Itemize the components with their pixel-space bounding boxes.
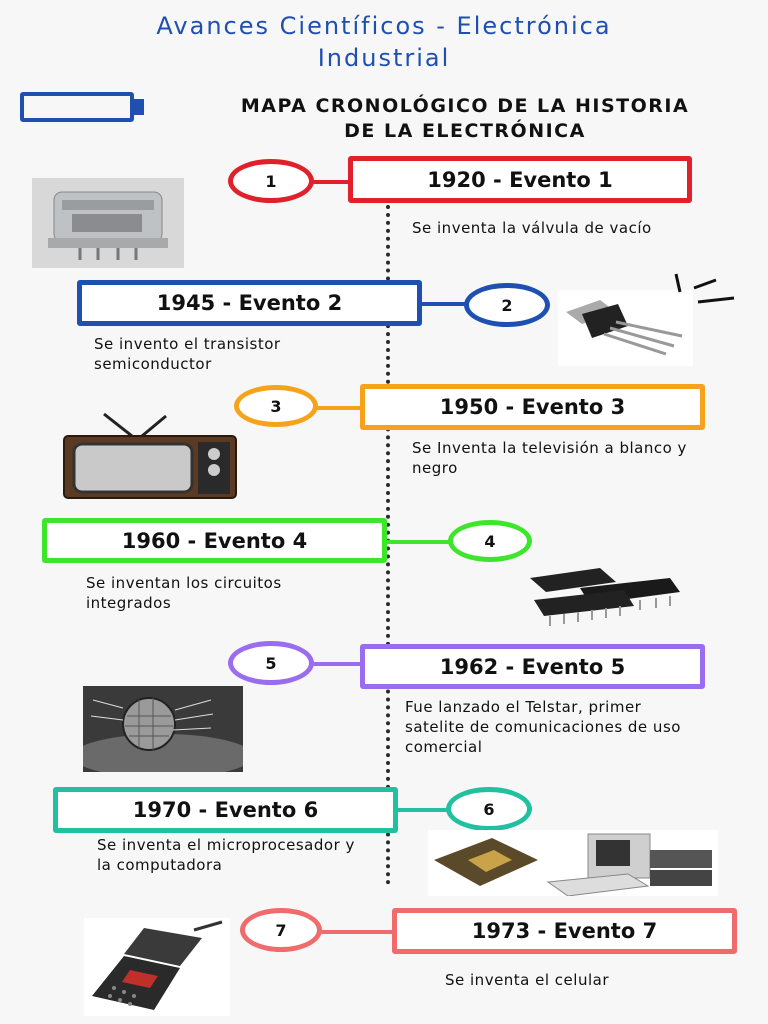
battery-icon xyxy=(20,92,134,122)
telstar-satellite-image xyxy=(83,686,243,772)
vacuum-tube-image xyxy=(32,178,184,268)
event-desc-3: Se Inventa la televisión a blanco y negr… xyxy=(412,439,687,477)
connector-4 xyxy=(384,540,454,544)
event-box-7: 1973 - Evento 7 xyxy=(392,908,737,954)
event-number-7: 7 xyxy=(240,908,322,952)
event-desc-2: Se invento el transistor semiconductor xyxy=(94,335,281,373)
television-image xyxy=(63,412,237,499)
cellphone-image xyxy=(84,918,230,1016)
subtitle-line-1: MAPA CRONOLÓGICO DE LA HISTORIA xyxy=(240,95,690,117)
microprocessor-computer-image xyxy=(428,830,718,896)
title-line-2: Industrial xyxy=(317,44,451,72)
event-desc-4: Se inventan los circuitos integrados xyxy=(86,574,282,612)
subtitle-line-2: DE LA ELECTRÓNICA xyxy=(344,120,586,142)
event-desc-6: Se inventa el microprocesador y la compu… xyxy=(97,836,355,874)
event-box-3: 1950 - Evento 3 xyxy=(360,384,705,430)
page-subtitle: MAPA CRONOLÓGICO DE LA HISTORIA DE LA EL… xyxy=(190,94,740,144)
event-box-1: 1920 - Evento 1 xyxy=(348,156,692,203)
timeline-axis xyxy=(386,205,390,885)
integrated-circuit-image xyxy=(530,568,680,626)
battery-tip xyxy=(134,99,144,115)
event-number-3: 3 xyxy=(234,385,318,427)
event-desc-7: Se inventa el celular xyxy=(445,971,609,989)
event-desc-5: Fue lanzado el Telstar, primer satelite … xyxy=(405,698,681,756)
event-box-5: 1962 - Evento 5 xyxy=(360,644,705,689)
event-number-4: 4 xyxy=(448,520,532,562)
transistor-image xyxy=(558,273,735,366)
connector-2 xyxy=(420,302,468,306)
event-desc-1: Se inventa la válvula de vacío xyxy=(412,219,652,237)
connector-6 xyxy=(396,808,452,812)
page-title: Avances Científicos - Electrónica Indust… xyxy=(0,10,768,74)
event-number-6: 6 xyxy=(446,787,532,831)
event-box-2: 1945 - Evento 2 xyxy=(77,280,422,326)
event-number-1: 1 xyxy=(228,159,314,203)
connector-3 xyxy=(316,406,364,410)
event-number-5: 5 xyxy=(228,641,314,685)
event-box-6: 1970 - Evento 6 xyxy=(53,787,398,833)
connector-5 xyxy=(312,662,364,666)
connector-7 xyxy=(320,930,396,934)
title-line-1: Avances Científicos - Electrónica xyxy=(156,12,612,40)
event-box-4: 1960 - Evento 4 xyxy=(42,518,387,563)
event-number-2: 2 xyxy=(464,283,550,327)
connector-1 xyxy=(312,180,352,184)
